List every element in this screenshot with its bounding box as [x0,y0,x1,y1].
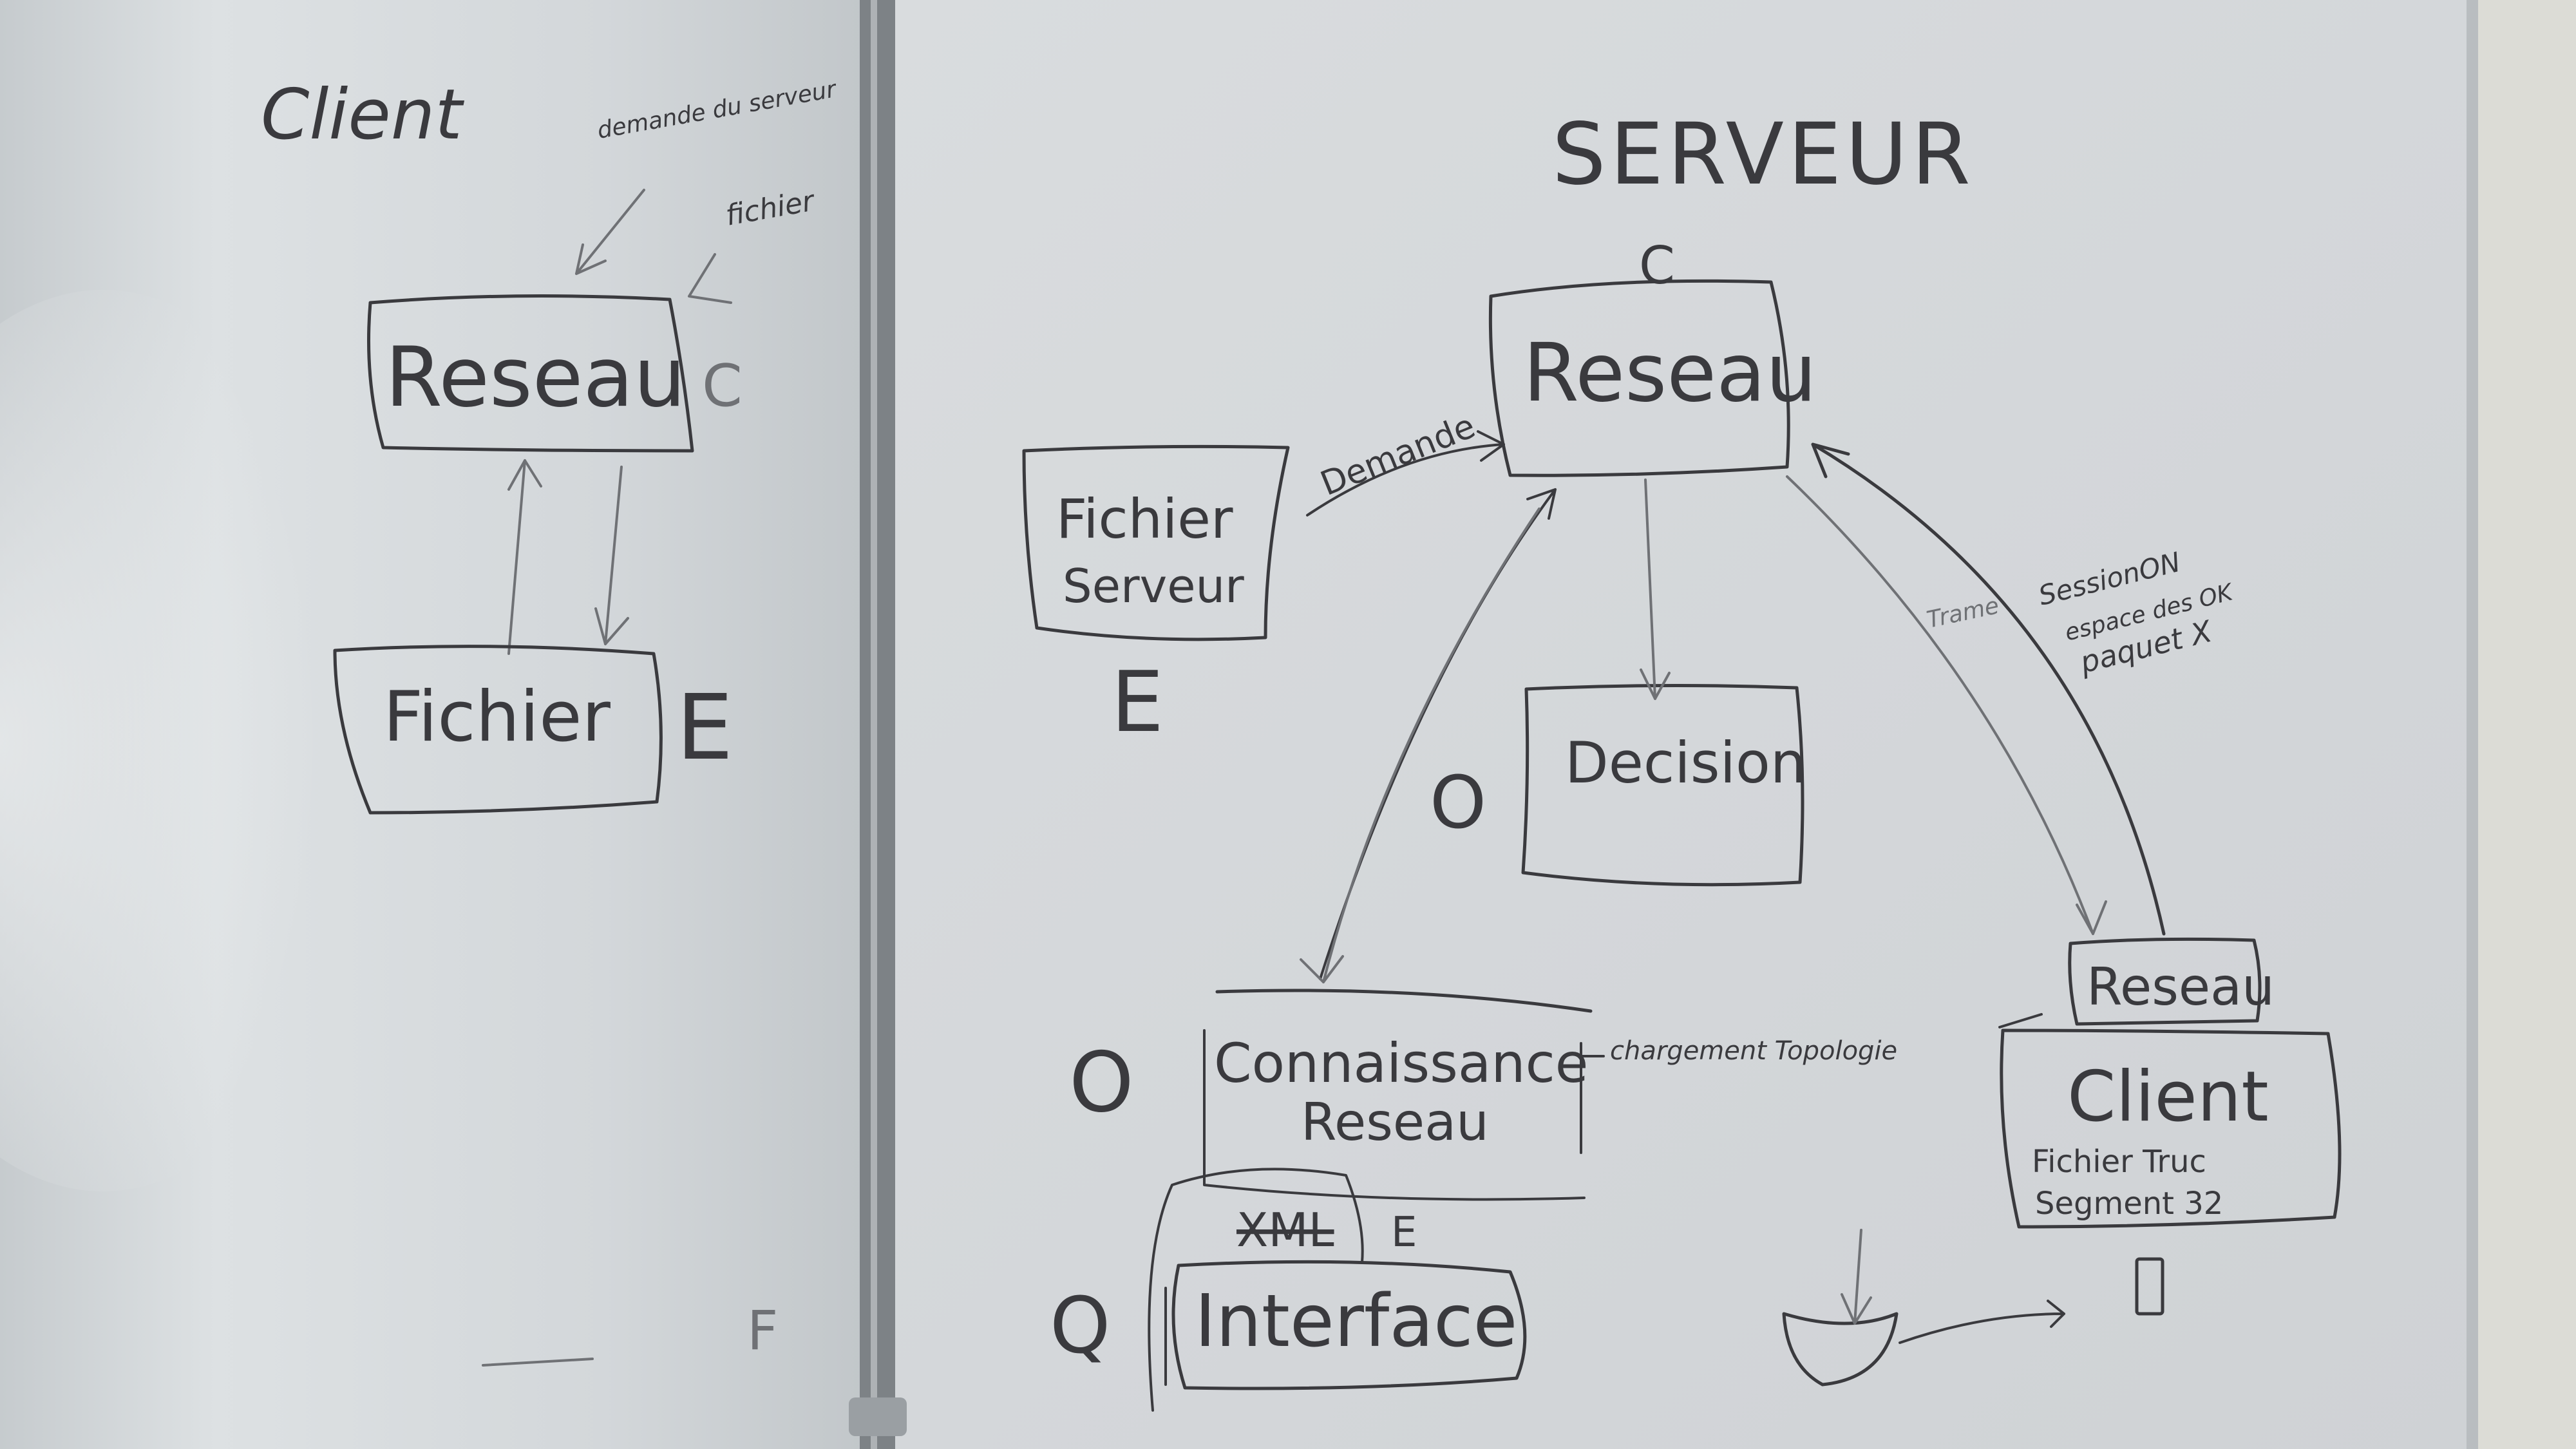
decision-box [1521,683,1804,887]
server-network-tag: C [1639,236,1675,296]
client-network-sub-label: Reseau [2087,957,2275,1017]
client-bottom-stroke [482,1358,594,1367]
xml-frame [1148,1168,1364,1412]
xml-label: XML [1236,1203,1334,1257]
network-to-client-arrow [1786,475,2107,935]
small-box-doodle [2135,1257,2164,1316]
knowledge-label-1: Connaissance [1214,1032,1588,1095]
client-bottom-mark: F [747,1299,778,1362]
server-network-box [1488,279,1790,477]
client-network-tag: C [702,352,743,420]
client-note-arrow-2 [688,253,732,304]
knowledge-label-2: Reseau [1301,1092,1489,1152]
server-panel: SERVEUR C Reseau Fichier Serveur E Deman… [1022,105,2342,1412]
server-file-tag: E [1111,653,1164,751]
interface-tag: Q [1050,1282,1110,1371]
knowledge-top-line [1215,989,1593,1013]
center-divider-clip [849,1397,907,1436]
network-to-knowledge-arrow [1300,507,1540,983]
client-to-network-arrow [1811,442,2166,936]
board-frame-right [2467,0,2478,1449]
server-file-label-1: Fichier [1056,488,1233,551]
client-file-box [333,645,663,815]
decision-label: Decision [1565,730,1806,796]
server-client-line-1: Fichier Truc [2032,1144,2206,1180]
knowledge-tag: O [1069,1035,1134,1131]
server-network-label: Reseau [1523,327,1817,420]
client-file-label: Fichier [383,677,611,757]
server-title: SERVEUR [1552,105,1975,204]
client-network-box [367,294,694,453]
server-client-box [2000,1028,2342,1229]
client-file-tag: E [676,676,733,781]
server-file-label-2: Serveur [1063,559,1244,613]
bowl-doodle [1782,1312,1899,1387]
knowledge-box [1203,1029,1586,1201]
client-network-sub-box [2068,937,2262,1026]
knowledge-note: chargement Topologie [1610,1036,1897,1066]
interface-box [1171,1260,1527,1390]
server-client-box-pointer [1998,1013,2043,1028]
network-to-decision-arrow [1640,478,1671,700]
decision-tag: O [1430,761,1486,845]
wall-edge [2476,0,2576,1449]
server-file-box [1022,444,1290,641]
right-board-panel [892,0,2476,1449]
client-arrow-up [507,459,542,655]
bowl-right-arrow [1899,1300,2065,1344]
demande-arrow [1306,430,1505,516]
server-client-line-2: Segment 32 [2035,1186,2223,1222]
server-client-label: Client [2067,1057,2269,1137]
center-divider-highlight [871,0,877,1449]
bowl-down-arrow [1841,1229,1872,1325]
client-network-label: Reseau [385,330,686,426]
xml-tag: E [1391,1209,1417,1256]
light-glare [0,290,374,1191]
client-note-arrow-1 [575,189,645,275]
interface-label: Interface [1195,1280,1517,1363]
center-divider [860,0,895,1449]
client-arrow-down [594,466,629,645]
client-title: Client [261,75,464,155]
